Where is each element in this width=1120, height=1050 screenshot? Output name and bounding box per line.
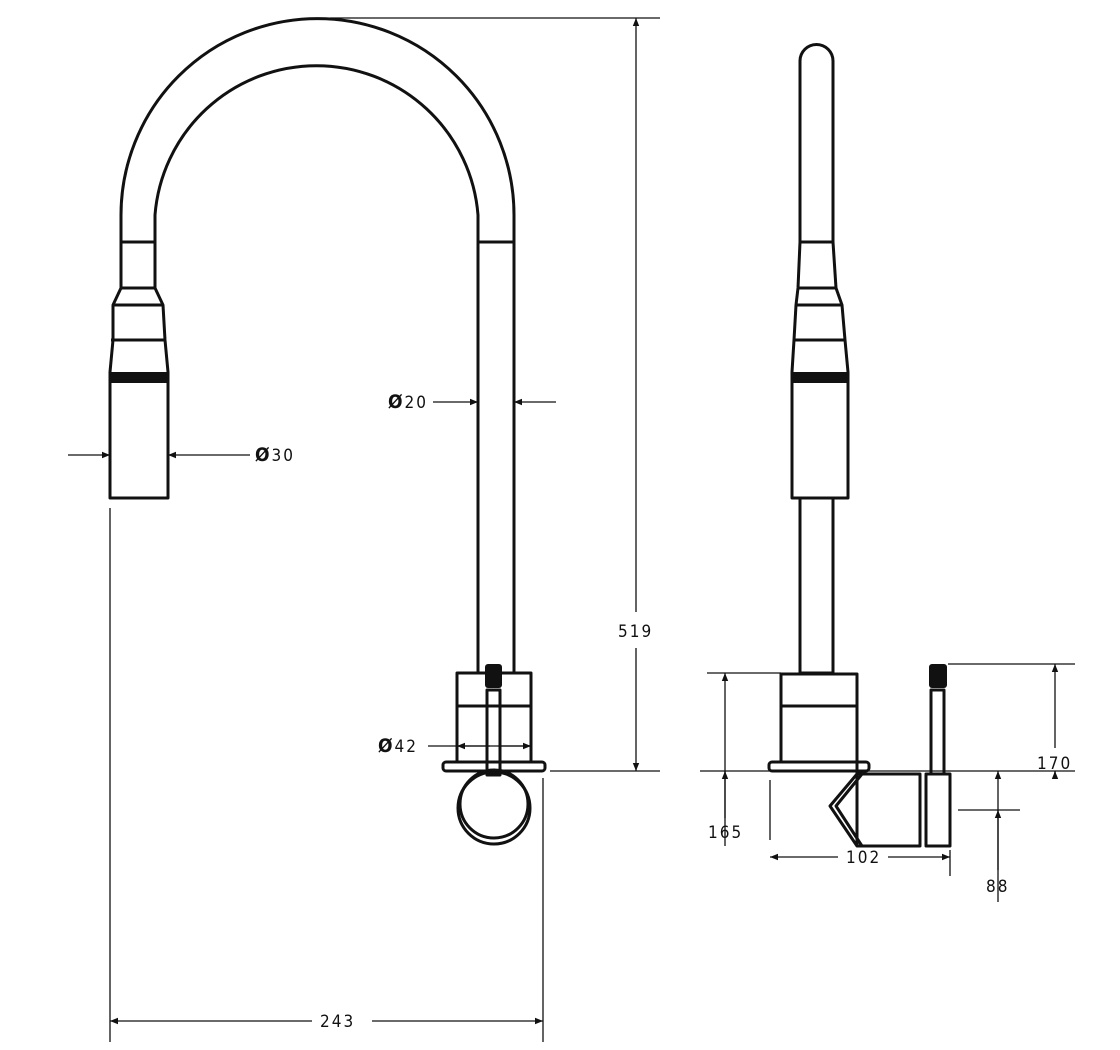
front-view: Ø30 Ø20 Ø42 519 243	[68, 17, 660, 1042]
spout-arch-inner	[153, 64, 480, 672]
dim-handle-projection: 102	[846, 848, 881, 868]
dim-handle-axis-height: 88	[986, 877, 1009, 897]
handle-ring	[456, 770, 532, 846]
side-view: 165 170 88 102	[700, 43, 1075, 902]
side-lever	[929, 688, 946, 776]
spray-head-band	[110, 372, 168, 383]
lever-knob	[485, 664, 502, 688]
dim-pipe-diameter: Ø20	[388, 391, 428, 413]
handle-disk	[924, 772, 952, 848]
dim-body-diameter: Ø42	[378, 735, 418, 757]
dim-total-height: 519	[618, 622, 653, 642]
dim-lever-height: 170	[1037, 754, 1072, 774]
dim-body-height: 165	[708, 823, 743, 843]
side-lever-knob	[929, 664, 947, 688]
side-spout	[798, 43, 835, 244]
dim-spout-diameter: Ø30	[255, 444, 295, 466]
lever	[485, 688, 502, 777]
spout-arch	[119, 17, 516, 672]
side-pipe	[798, 496, 835, 675]
handle-cartridge	[828, 772, 922, 848]
side-base-plate	[767, 760, 871, 773]
dim-reach: 243	[320, 1012, 355, 1032]
spray-head	[108, 240, 170, 500]
